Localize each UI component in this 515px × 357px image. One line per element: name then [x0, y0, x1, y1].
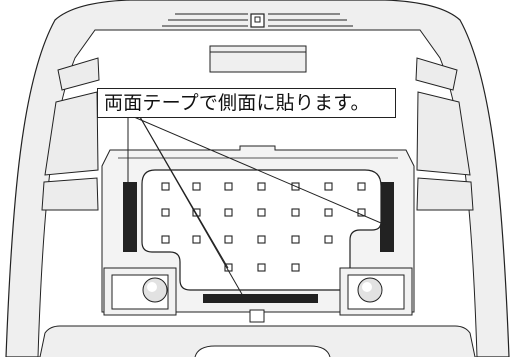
top-ridges	[162, 13, 353, 27]
bottom-bar	[39, 325, 476, 357]
bottom-handle	[194, 345, 331, 357]
leader-lines	[127, 116, 389, 297]
right-tape	[380, 182, 394, 252]
small-square-icon	[250, 13, 265, 28]
bottom-notch	[249, 309, 265, 323]
top-cover	[209, 45, 307, 73]
left-screw-housing	[103, 267, 177, 316]
bottom-tape	[203, 294, 318, 303]
left-side-panel	[41, 57, 100, 211]
left-tape	[123, 182, 137, 252]
grid-holes	[161, 182, 366, 272]
callout-label: 両面テープで側面に貼ります。	[97, 88, 396, 118]
right-side-panel	[415, 57, 474, 211]
right-screw-housing	[339, 267, 413, 316]
